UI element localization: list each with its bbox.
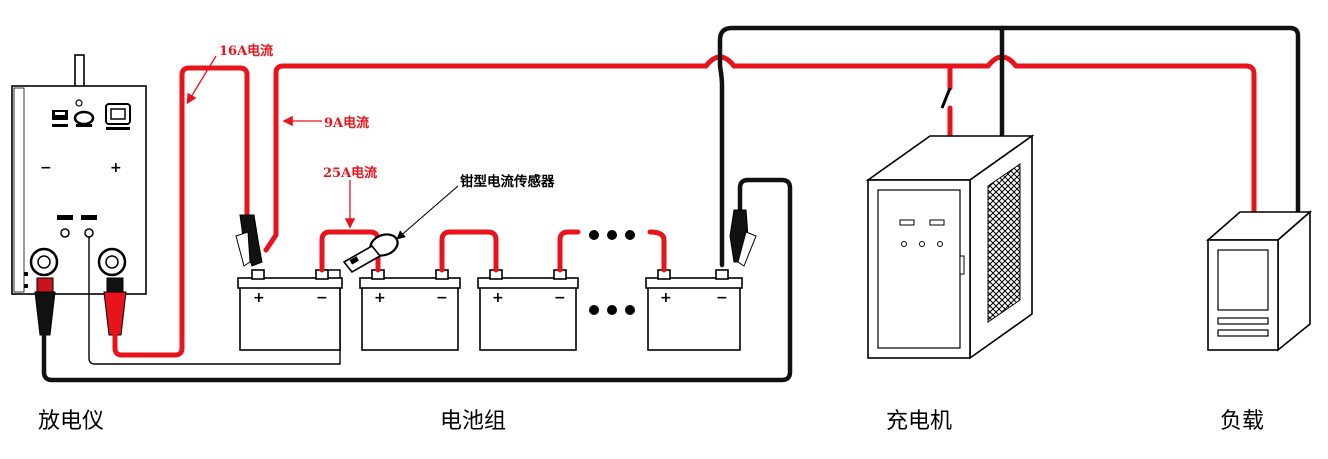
discharger-negative-cable [41, 177, 793, 383]
label-16a-current: 16A电流 [219, 43, 273, 59]
negative-clamp [729, 209, 757, 267]
label-25a-current: 25A电流 [323, 165, 377, 181]
discharger-positive-cable [112, 65, 250, 358]
charger-switch [940, 87, 952, 109]
discharger-positive-terminal [97, 247, 127, 277]
svg-text:+: + [660, 290, 672, 306]
clamp-current-sensor [342, 233, 399, 274]
svg-text:−: − [436, 290, 448, 306]
svg-text:+: + [492, 290, 504, 306]
battery-n: + − [645, 269, 743, 351]
charger-unit [865, 134, 1035, 360]
positive-clamp [235, 214, 263, 267]
positive-plug [103, 277, 127, 336]
indicator-icon [75, 99, 83, 107]
discharger-plus-label: + [110, 160, 122, 176]
label-clamp-sensor: 钳型电流传感器 [460, 173, 555, 190]
battery-2: + − [359, 269, 461, 351]
svg-text:+: + [253, 290, 265, 306]
power-socket-icon [105, 103, 131, 125]
discharger-antenna [74, 54, 85, 88]
load-unit [1205, 210, 1313, 352]
caption-discharger: 放电仪 [38, 409, 104, 434]
svg-text:+: + [374, 290, 386, 306]
discharger-minus-label: − [40, 160, 52, 176]
battery-link-2-3 [439, 229, 499, 273]
battery-link-3-dots [557, 229, 581, 273]
negative-plug [34, 277, 56, 336]
negative-bus-cable [717, 25, 1301, 268]
sense-port-minus [60, 228, 70, 238]
ellipsis-lower [589, 305, 635, 315]
label-9a-current: 9A电流 [324, 115, 369, 131]
battery-positive-sense-cable [263, 63, 709, 253]
battery-1: + − [237, 269, 343, 351]
discharger-unit: − + [11, 54, 147, 295]
ellipsis-upper [589, 230, 635, 240]
negative-sense-wire [88, 237, 341, 365]
arrow-16a [186, 55, 217, 105]
caption-load: 负载 [1220, 409, 1264, 434]
battery-3: + − [477, 269, 579, 351]
caption-battery-pack: 电池组 [440, 409, 506, 434]
battery-link-dots-n [647, 229, 667, 273]
discharger-negative-terminal [29, 247, 59, 277]
svg-text:−: − [716, 290, 728, 306]
positive-bus-to-load [731, 63, 1257, 215]
svg-text:−: − [316, 290, 328, 306]
sensor-pointer [396, 185, 459, 240]
caption-charger: 充电机 [886, 409, 952, 434]
svg-text:−: − [554, 290, 566, 306]
